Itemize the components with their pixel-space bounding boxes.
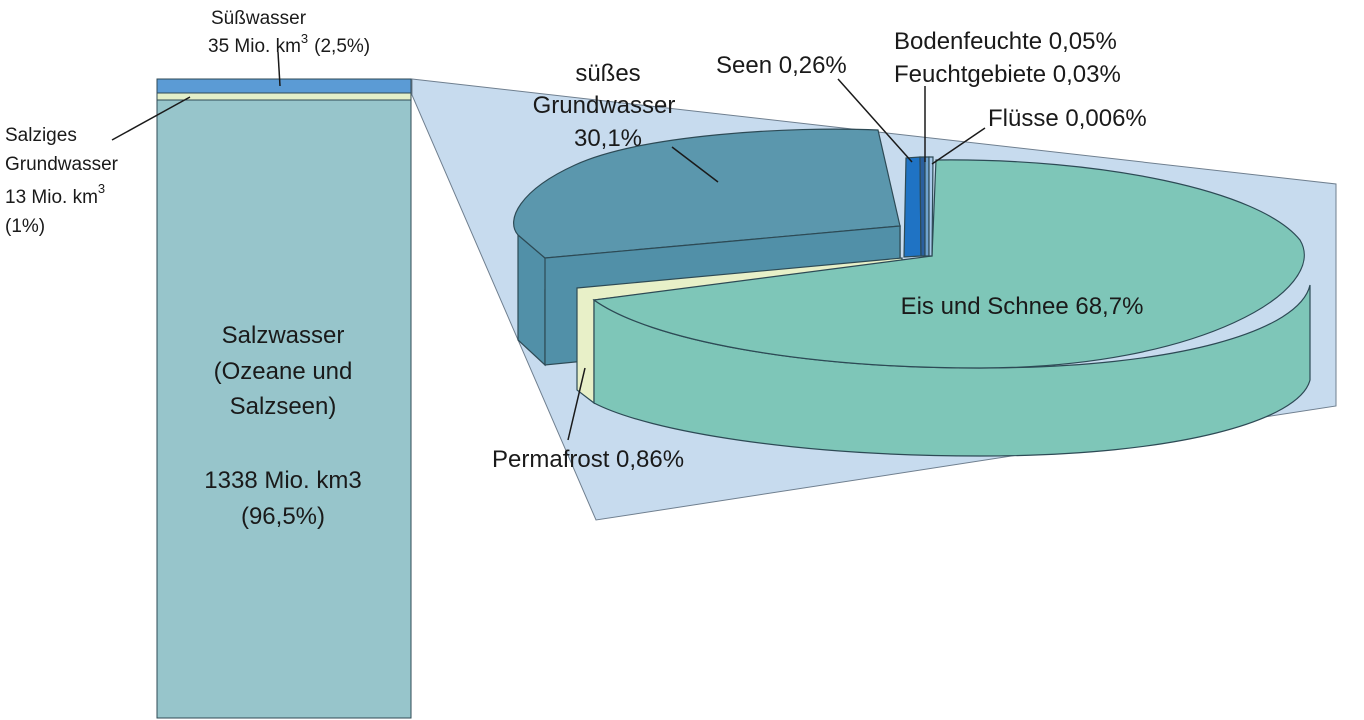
leader-fresh-water [277,51,281,87]
pie-slice-rivers [928,156,934,257]
pie-slice-ice [592,159,1305,369]
leader-salt-groundwater [111,96,191,141]
label-groundwater-line2: Grundwasser [533,92,676,119]
leader-rivers [931,127,986,165]
pie-slice-soil-moisture [919,156,926,257]
label-groundwater-line3: 30,1% [574,125,642,152]
label-soil-moisture: Bodenfeuchte 0,05% [894,28,1117,55]
label-salt-groundwater-line4: (1%) [5,216,45,237]
label-lakes: Seen 0,26% [716,52,847,79]
label-wetlands: Feuchtgebiete 0,03% [894,61,1121,88]
label-salt-groundwater-line2: Grundwasser [5,154,119,175]
label-salt-water-line5: (96,5%) [241,503,325,530]
label-fresh-water-value: 35 Mio. km3(2,5%) [208,31,370,57]
pie-chart-3d [513,128,1311,457]
label-salt-groundwater-line3: 13 Mio. km3 [5,181,105,208]
column-segment-salt-water [156,99,412,719]
label-salt-water-line2: (Ozeane und [214,358,353,385]
label-salt-water-line4: 1338 Mio. km3 [204,467,361,494]
column-segment-fresh-water [156,78,412,94]
label-groundwater-line1: süßes [575,60,640,87]
leader-lakes [837,78,913,163]
label-permafrost: Permafrost 0,86% [492,446,684,473]
label-salt-water: Salzwasser (Ozeane und Salzseen) 1338 Mi… [204,322,361,530]
label-rivers: Flüsse 0,006% [988,105,1147,132]
pie-slice-lakes [903,156,922,258]
label-ice: Eis und Schnee 68,7% [901,293,1144,320]
stacked-column [156,78,412,719]
label-fresh-water-name: Süßwasser [211,8,307,29]
label-salt-water-line1: Salzwasser [222,322,345,349]
column-segment-salt-groundwater [156,92,412,101]
label-salt-water-line3: Salzseen) [230,393,337,420]
leader-groundwater [671,146,719,183]
leader-permafrost [567,367,586,441]
label-salt-groundwater-line1: Salziges [5,125,77,146]
pie-slice-groundwater [513,128,901,259]
